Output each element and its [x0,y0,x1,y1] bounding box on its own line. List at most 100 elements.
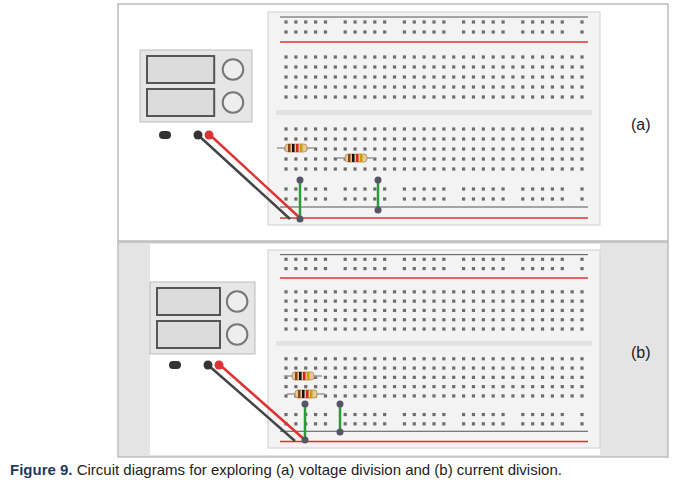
board-hole [521,413,524,416]
board-hole [462,258,465,261]
power-supply [140,50,252,122]
board-hole [314,55,317,58]
board-hole [501,167,504,170]
board-hole [324,127,327,130]
board-hole [492,422,495,425]
board-hole [403,366,406,369]
board-hole [580,147,583,150]
board-hole [442,385,445,388]
board-hole [580,394,583,397]
board-hole [511,357,514,360]
board-hole [580,20,583,23]
board-hole [452,85,455,88]
board-hole [561,309,564,312]
board-hole [541,413,544,416]
board-hole [413,258,416,261]
board-hole [482,137,485,140]
board-hole [423,394,426,397]
board-hole [324,147,327,150]
board-hole [432,95,435,98]
board-hole [334,309,337,312]
board-hole [373,376,376,379]
board-hole [423,309,426,312]
board-hole [521,157,524,160]
board-hole [334,366,337,369]
board-hole [541,147,544,150]
board-hole [363,167,366,170]
board-hole [492,318,495,321]
board-hole [314,137,317,140]
board-hole [452,127,455,130]
board-hole [492,197,495,200]
board-hole [561,366,564,369]
board-hole [314,258,317,261]
board-hole [501,55,504,58]
board-hole [511,85,514,88]
board-hole [511,75,514,78]
board-hole [511,376,514,379]
board-hole [403,95,406,98]
board-hole [511,300,514,303]
board-hole [344,318,347,321]
board-hole [541,327,544,330]
board-hole [472,357,475,360]
board-hole [541,309,544,312]
board-hole [551,309,554,312]
board-hole [472,267,475,270]
board-hole [492,167,495,170]
board-hole [363,422,366,425]
board-hole [511,137,514,140]
board-hole [472,366,475,369]
board-hole [561,197,564,200]
board-hole [521,300,524,303]
board-hole [314,20,317,23]
board-hole [432,267,435,270]
board-hole [442,413,445,416]
board-hole [472,318,475,321]
resistor-band [307,372,310,380]
board-hole [492,55,495,58]
board-hole [531,85,534,88]
board-hole [432,318,435,321]
board-hole [521,30,524,33]
board-hole [304,318,307,321]
board-hole [423,95,426,98]
board-hole [423,137,426,140]
board-hole [511,167,514,170]
board-hole [521,327,524,330]
board-hole [423,75,426,78]
board-hole [393,127,396,130]
board-hole [452,290,455,293]
terminal [194,131,203,140]
board-hole [363,366,366,369]
board-hole [403,55,406,58]
board-hole [383,309,386,312]
board-hole [383,290,386,293]
board-hole [531,413,534,416]
board-hole [314,357,317,360]
board-hole [492,65,495,68]
board-hole [353,197,356,200]
board-hole [363,137,366,140]
board-hole [541,290,544,293]
board-hole [403,85,406,88]
board-hole [551,357,554,360]
board-hole [501,30,504,33]
board-hole [324,55,327,58]
supply-display [157,288,220,315]
panel-label: (a) [631,116,651,134]
board-hole [413,85,416,88]
board-hole [353,327,356,330]
board-hole [334,394,337,397]
board-hole [571,309,574,312]
board-hole [393,65,396,68]
board-hole [442,95,445,98]
board-hole [353,147,356,150]
supply-knob [223,59,244,80]
board-hole [284,309,287,312]
board-hole [432,30,435,33]
resistor-band [299,372,302,380]
board-hole [541,65,544,68]
board-hole [561,290,564,293]
board-hole [511,127,514,130]
